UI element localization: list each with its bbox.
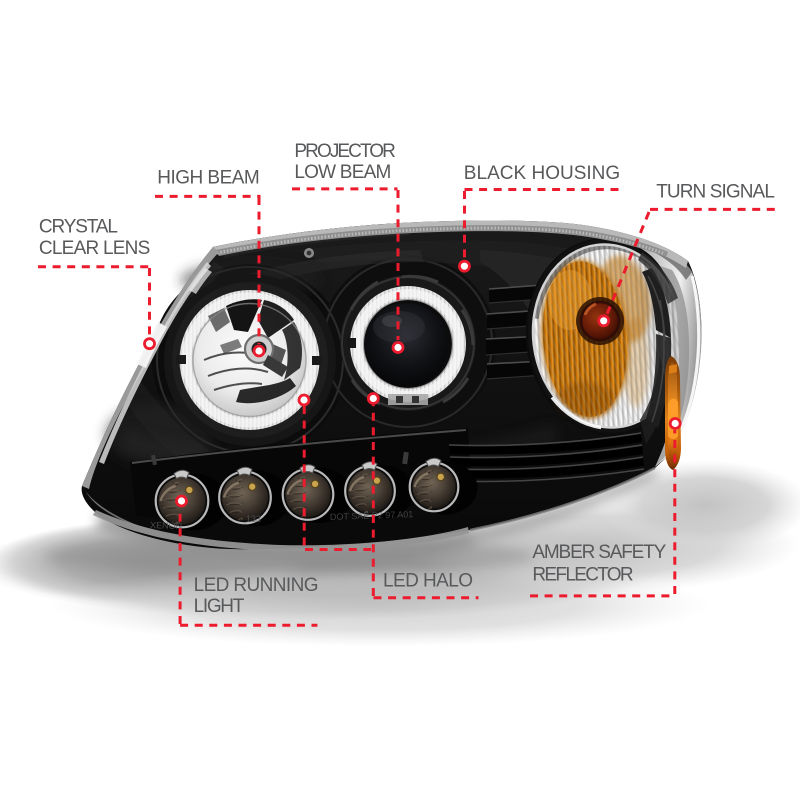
svg-text:133: 133 (246, 514, 261, 524)
svg-text:REFLECTOR: REFLECTOR (532, 565, 633, 586)
svg-text:CLEAR LENS: CLEAR LENS (39, 238, 150, 259)
svg-text:BLACK HOUSING: BLACK HOUSING (464, 163, 620, 184)
svg-text:CRYSTAL: CRYSTAL (39, 217, 118, 238)
svg-text:LIGHT: LIGHT (194, 596, 245, 617)
svg-text:LED RUNNING: LED RUNNING (194, 575, 319, 596)
svg-text:PROJECTOR: PROJECTOR (294, 141, 396, 162)
svg-text:TURN SIGNAL: TURN SIGNAL (656, 182, 775, 203)
svg-text:HIGH BEAM: HIGH BEAM (157, 168, 259, 189)
svg-text:LOW BEAM: LOW BEAM (294, 162, 391, 183)
svg-text:DOT SAE P2 97 A01: DOT SAE P2 97 A01 (330, 509, 414, 522)
svg-text:LED HALO: LED HALO (383, 570, 473, 591)
svg-text:XENON: XENON (150, 520, 182, 531)
svg-text:AMBER SAFETY: AMBER SAFETY (532, 542, 666, 563)
